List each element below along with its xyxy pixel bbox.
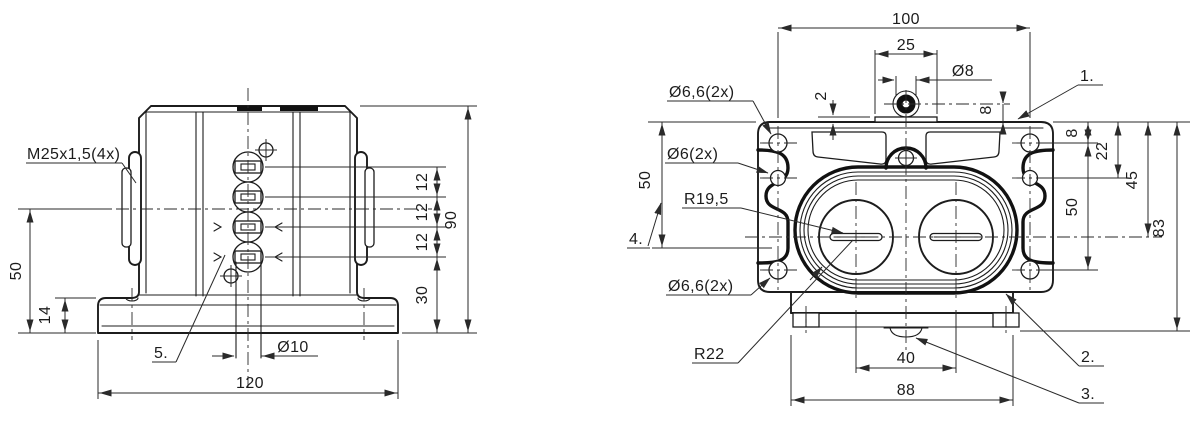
callout-2: 2.: [1081, 349, 1095, 366]
dim-83-label: 83: [1151, 219, 1168, 238]
recess-left: [811, 131, 887, 165]
left-view-dimensions: 50 14 120 Ø10 12 12 12: [8, 105, 477, 399]
right-view-dimensions: 100 25 Ø8 2 8 8: [627, 11, 1190, 406]
dim-12b-label: 12: [414, 203, 431, 222]
dim-22-label: 22: [1094, 142, 1111, 161]
dim-88-label: 88: [897, 382, 916, 399]
dim-12c-label: 12: [414, 233, 431, 252]
label-r22: R22: [694, 346, 725, 363]
dim-50-right-label: 50: [1064, 198, 1081, 217]
dim-100-label: 100: [892, 11, 920, 28]
label-d66-top: Ø6,6(2x): [669, 84, 734, 101]
dim-30-label: 30: [414, 286, 431, 305]
groove-right: [1021, 148, 1055, 265]
dim-8-eyelet-label: 8: [978, 105, 995, 114]
dim-14-label: 14: [37, 306, 54, 325]
dim-40-label: 40: [897, 350, 916, 367]
left-view: [97, 88, 432, 388]
screw-bottom: [220, 265, 242, 287]
gland-tip-right: [364, 167, 375, 248]
screw-top: [255, 139, 277, 161]
dim-90-label: 90: [443, 211, 460, 230]
dim-d10-label: Ø10: [277, 339, 308, 356]
dim-120-label: 120: [236, 375, 264, 392]
gasket-tab: [280, 106, 318, 111]
callout-3: 3.: [1081, 386, 1095, 403]
thread-callout: M25x1,5(4x): [27, 146, 120, 163]
label-d6: Ø6(2x): [667, 146, 718, 163]
gland-tip-left: [121, 167, 132, 248]
right-view: [745, 90, 1162, 352]
dim-50-label: 50: [8, 262, 25, 281]
dim-25-label: 25: [897, 37, 916, 54]
groove-left: [756, 148, 790, 265]
dim-d8-label: Ø8: [952, 63, 974, 80]
dim-45-label: 45: [1124, 171, 1141, 190]
callout-4: 4.: [629, 231, 643, 248]
dim-50-left-label: 50: [637, 171, 654, 190]
label-d66-bottom: Ø6,6(2x): [668, 278, 733, 295]
dim-12a-label: 12: [414, 173, 431, 192]
dim-8-right-label: 8: [1064, 128, 1081, 137]
label-r195: R19,5: [684, 191, 729, 208]
gasket-tab: [237, 106, 262, 111]
callout-1: 1.: [1080, 68, 1094, 85]
dim-2-label: 2: [813, 91, 830, 100]
callout-5: 5.: [154, 345, 168, 362]
recess-right: [925, 131, 1001, 165]
